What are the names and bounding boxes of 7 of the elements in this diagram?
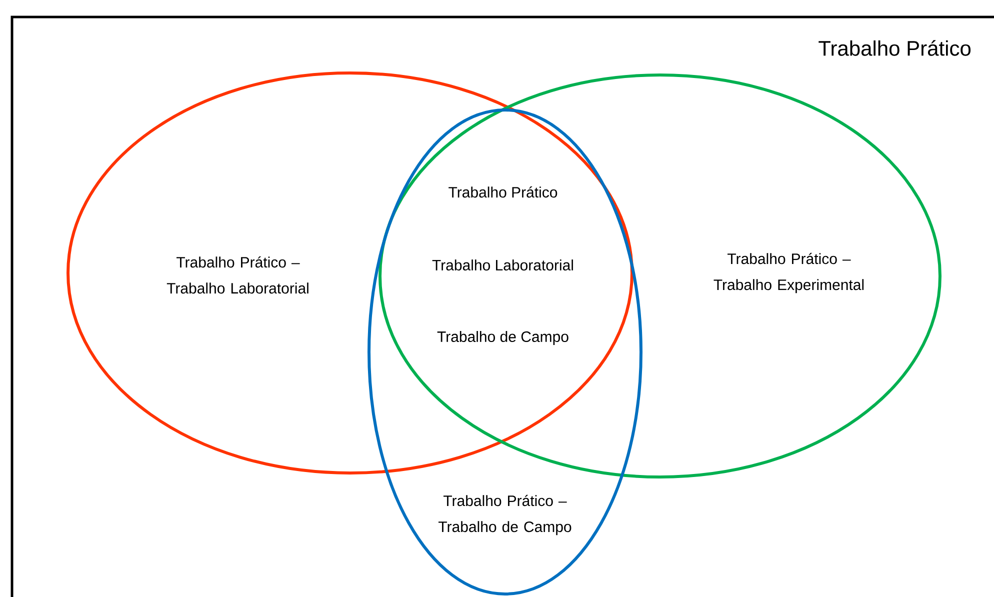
set-label: Trabalho Prático – Trabalho Experimental <box>714 252 864 294</box>
overlap-label: Trabalho Prático <box>448 186 558 198</box>
overlap-label: Trabalho Laboratorial <box>432 260 573 270</box>
title: Trabalho Prático <box>818 40 971 56</box>
set-label: Trabalho Prático – Trabalho Laboratorial <box>166 256 308 294</box>
set-label: Trabalho Prático – Trabalho de Campo <box>438 494 572 536</box>
overlap-label: Trabalho de Campo <box>437 331 568 345</box>
